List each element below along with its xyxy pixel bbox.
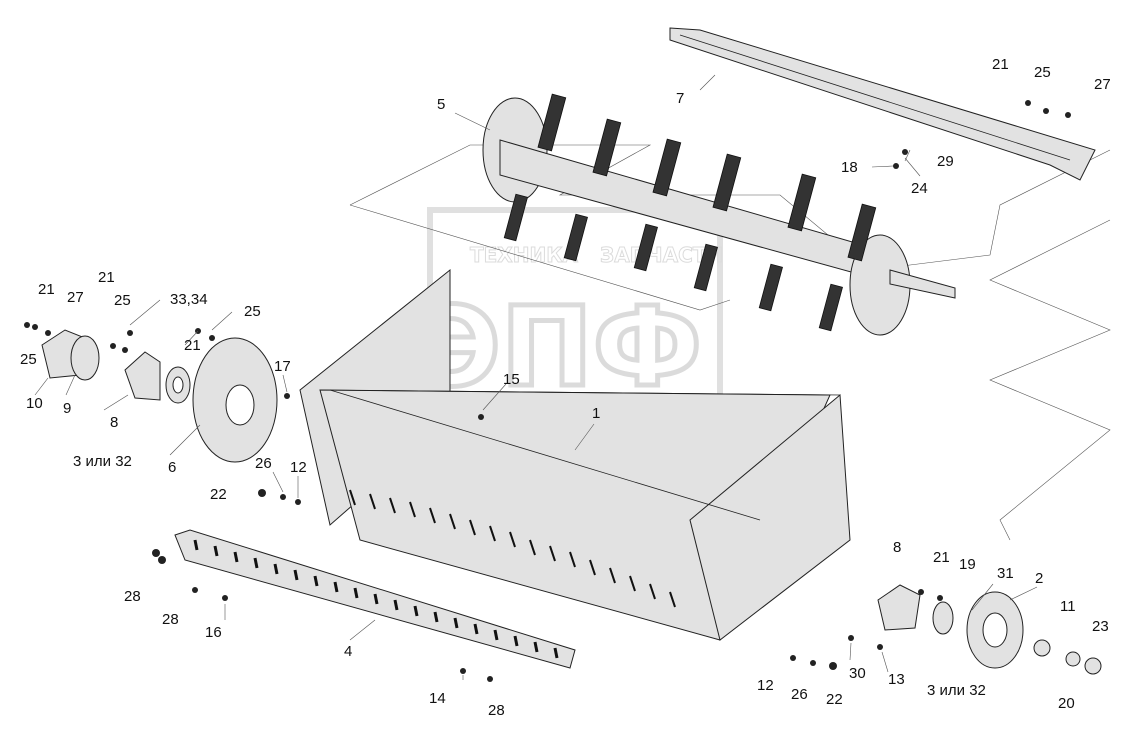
callout-25c: 25 [244,303,261,320]
callout-22b: 22 [826,691,843,708]
callout-28c: 28 [488,702,505,719]
callout-8a: 8 [110,414,118,431]
callout-18: 18 [841,159,858,176]
callout-8b: 8 [893,539,901,556]
callout-16: 16 [205,624,222,641]
callout-28a: 28 [124,588,141,605]
callout-24: 24 [911,180,928,197]
part-23-nut [1065,651,1081,667]
callout-29: 29 [937,153,954,170]
part-7-bar [669,27,1096,181]
part-11-washer [1033,639,1051,657]
callout-21c: 21 [184,337,201,354]
part-1-housing [299,268,851,641]
left-bearing-group [41,329,191,404]
part-6-flange [192,337,278,463]
part-5-rotor [482,93,956,336]
callout-28b: 28 [162,611,179,628]
callout-21e: 21 [933,549,950,566]
leader-lines [34,74,1038,680]
callout-3b: 3 или 32 [927,682,986,699]
callout-31: 31 [997,565,1014,582]
callout-17: 17 [274,358,291,375]
part-9-gasket [70,335,100,381]
callout-21b: 21 [98,269,115,286]
part-20-nut [1084,657,1102,675]
callout-10: 10 [26,395,43,412]
callout-14: 14 [429,690,446,707]
callout-1: 1 [592,405,600,422]
callout-5: 5 [437,96,445,113]
callout-20: 20 [1058,695,1075,712]
callout-26b: 26 [791,686,808,703]
callout-33-34: 33,34 [170,291,208,308]
callout-19: 19 [959,556,976,573]
callout-3a: 3 или 32 [73,453,132,470]
watermark-text-1: ТЕХНИКА [470,243,579,267]
callout-13: 13 [888,671,905,688]
callout-25a: 25 [20,351,37,368]
callout-25d: 25 [1034,64,1051,81]
callout-27b: 27 [1094,76,1111,93]
part-4-comb-bar [174,529,576,669]
callout-12b: 12 [757,677,774,694]
callout-9: 9 [63,400,71,417]
callout-25b: 25 [114,292,131,309]
callout-2: 2 [1035,570,1043,587]
callout-21a: 21 [38,281,55,298]
right-drive-group [877,584,1102,675]
callout-4: 4 [344,643,352,660]
callout-12a: 12 [290,459,307,476]
callout-27a: 27 [67,289,84,306]
callout-labels: 1 2 3 или 32 3 или 32 4 5 6 7 8 8 9 10 1… [20,56,1111,719]
callout-21d: 21 [992,56,1009,73]
part-3-bearing-right [932,601,954,635]
housing-slots [349,489,676,608]
callout-7: 7 [676,90,684,107]
part-8-housing-left [124,351,161,401]
callout-15: 15 [503,371,520,388]
callout-23: 23 [1092,618,1109,635]
callout-11: 11 [1060,598,1076,615]
callout-26a: 26 [255,455,272,472]
callout-30: 30 [849,665,866,682]
callout-6: 6 [168,459,176,476]
part-8-housing-right [877,584,921,631]
callout-22a: 22 [210,486,227,503]
